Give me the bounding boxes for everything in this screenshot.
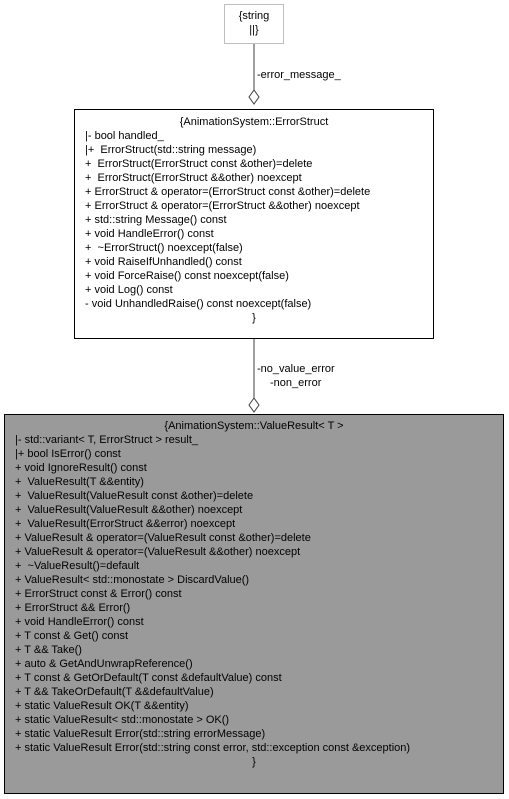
member-line: + static ValueResult Error(std::string c… — [15, 742, 411, 754]
string-title-line1: {string — [238, 10, 270, 22]
member-line: + static ValueResult OK(T &&entity) — [15, 700, 189, 712]
member-line: + T const & GetOrDefault(T const &defaul… — [15, 672, 282, 684]
error-struct-class-node[interactable]: {AnimationSystem::ErrorStruct |- bool ha… — [74, 109, 434, 339]
member-line: + std::string Message() const — [85, 214, 227, 226]
edge-label-non-error: -non_error — [270, 377, 322, 389]
member-line: + static ValueResult Error(std::string e… — [15, 728, 266, 740]
member-line: + static ValueResult< std::monostate > O… — [15, 714, 230, 726]
member-line: + ValueResult & operator=(ValueResult &&… — [15, 546, 301, 558]
aggregation-diamond-error-message — [248, 89, 260, 105]
error-struct-title: {AnimationSystem::ErrorStruct — [179, 116, 329, 128]
member-line: + ~ValueResult()=default — [15, 560, 140, 572]
member-line: + ValueResult(T &&entity) — [15, 476, 144, 488]
member-line: + ~ErrorStruct() noexcept(false) — [85, 242, 243, 254]
error-struct-members: |- bool handled_|+ ErrorStruct(std::stri… — [75, 129, 433, 311]
member-line: + auto & GetAndUnwrapReference() — [15, 658, 193, 670]
value-result-members: |- std::variant< T, ErrorStruct > result… — [5, 433, 503, 755]
error-struct-close-brace: } — [252, 312, 256, 324]
aggregation-diamond-no-value-error — [248, 397, 260, 413]
member-line: |+ ErrorStruct(std::string message) — [85, 144, 257, 156]
member-line: + void Log() const — [85, 284, 173, 296]
member-line: + ValueResult(ErrorStruct &&error) noexc… — [15, 518, 236, 530]
member-line: + ValueResult< std::monostate > DiscardV… — [15, 574, 250, 586]
member-line: + T && Take() — [15, 644, 82, 656]
member-line: |- std::variant< T, ErrorStruct > result… — [15, 434, 198, 446]
member-line: |- bool handled_ — [85, 130, 164, 142]
edge-label-error-message: -error_message_ — [257, 69, 341, 81]
string-class-node[interactable]: {string ||} — [224, 4, 284, 44]
member-line: + void IgnoreResult() const — [15, 462, 147, 474]
member-line: + T && TakeOrDefault(T &&defaultValue) — [15, 686, 214, 698]
value-result-close-brace: } — [252, 756, 256, 768]
member-line: + void HandleError() const — [85, 228, 214, 240]
member-line: + ErrorStruct const & Error() const — [15, 588, 182, 600]
member-line: + void ForceRaise() const noexcept(false… — [85, 270, 289, 282]
member-line: - void UnhandledRaise() const noexcept(f… — [85, 298, 312, 310]
member-line: + ErrorStruct(ErrorStruct const &other)=… — [85, 158, 313, 170]
string-title-line2: ||} — [249, 24, 259, 36]
member-line: + ValueResult(ValueResult &&other) noexc… — [15, 504, 243, 516]
member-line: + ErrorStruct & operator=(ErrorStruct co… — [85, 186, 371, 198]
member-line: + ValueResult & operator=(ValueResult co… — [15, 532, 311, 544]
member-line: + ErrorStruct & operator=(ErrorStruct &&… — [85, 200, 360, 212]
member-line: |+ bool IsError() const — [15, 448, 121, 460]
edge-label-no-value-error: -no_value_error — [257, 363, 335, 375]
member-line: + void RaiseIfUnhandled() const — [85, 256, 242, 268]
value-result-class-node[interactable]: {AnimationSystem::ValueResult< T > |- st… — [4, 414, 504, 794]
member-line: + ErrorStruct && Error() — [15, 602, 131, 614]
member-line: + ErrorStruct(ErrorStruct &&other) noexc… — [85, 172, 302, 184]
value-result-title: {AnimationSystem::ValueResult< T > — [164, 420, 344, 432]
member-line: + void HandleError() const — [15, 616, 144, 628]
member-line: + ValueResult(ValueResult const &other)=… — [15, 490, 254, 502]
member-line: + T const & Get() const — [15, 630, 129, 642]
